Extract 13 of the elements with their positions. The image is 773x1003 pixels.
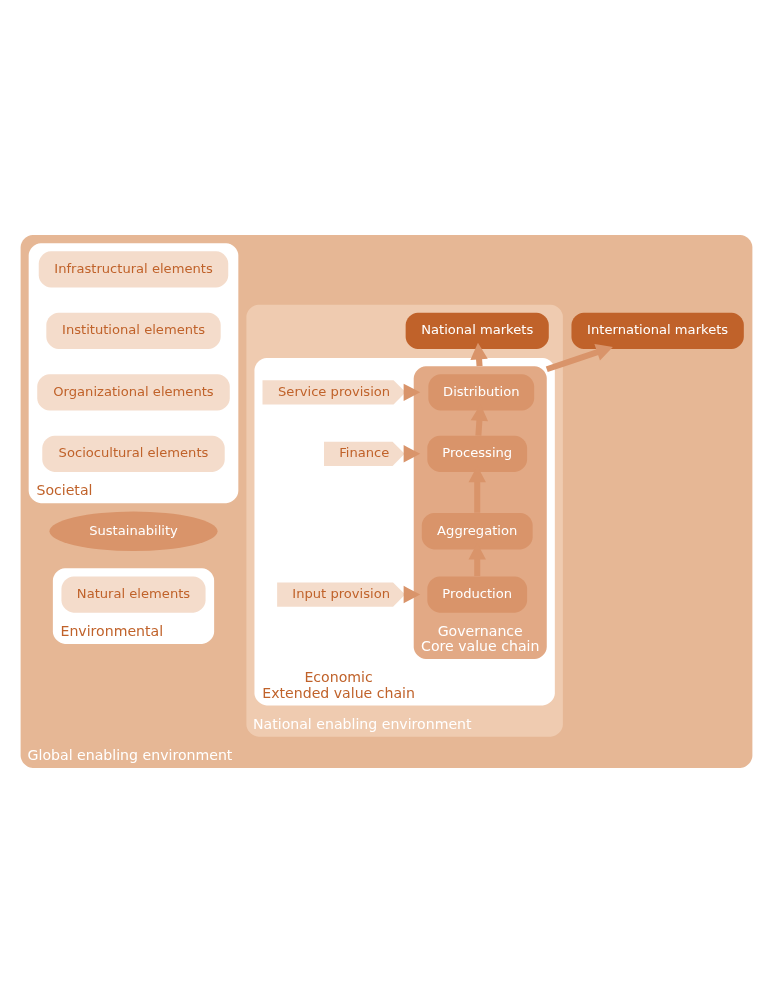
node-box: National markets bbox=[405, 312, 549, 349]
node-box: Organizational elements bbox=[37, 374, 230, 411]
arrow bbox=[545, 344, 613, 373]
node-box: Processing bbox=[427, 435, 528, 472]
node-box: Production bbox=[427, 576, 528, 613]
node-box: Institutional elements bbox=[46, 312, 221, 349]
node-box: International markets bbox=[571, 312, 744, 349]
node-box: Natural elements bbox=[61, 576, 206, 613]
node-box: Infrastructural elements bbox=[38, 251, 229, 288]
node-box: Sociocultural elements bbox=[42, 435, 225, 472]
node-ellipse: Sustainability bbox=[49, 511, 218, 551]
node-box: Distribution bbox=[428, 374, 535, 411]
node-box: Aggregation bbox=[421, 513, 533, 550]
